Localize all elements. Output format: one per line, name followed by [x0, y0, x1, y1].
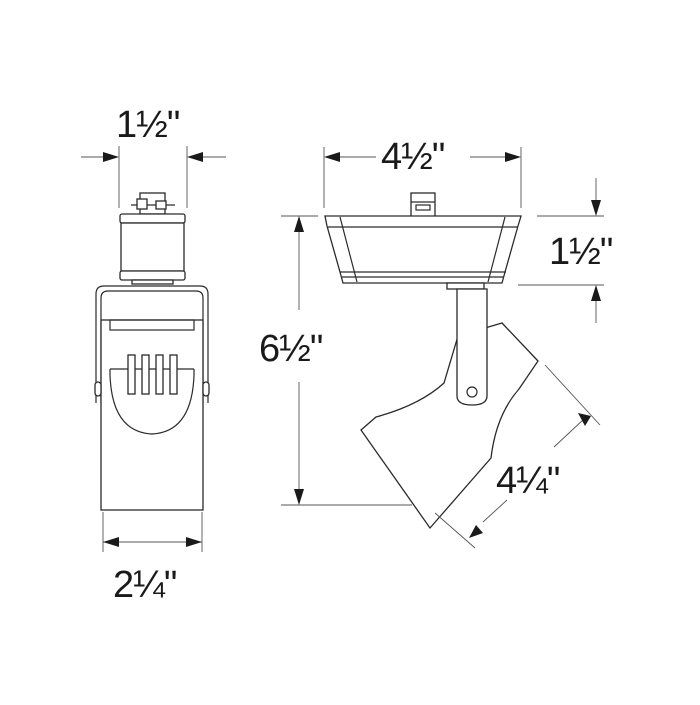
canopy-height-dimension-label: 1½": [549, 231, 613, 273]
front-bottom-dimension-label: 2¼": [113, 564, 177, 606]
front-view: [81, 146, 226, 552]
front-top-dimension-label: 1½": [116, 104, 180, 146]
overall-height-dimension-label: 6½": [259, 328, 323, 370]
head-length-dimension-label: 4¼": [496, 460, 560, 502]
side-view: [281, 147, 604, 549]
side-width-dimension-label: 4½": [381, 136, 445, 178]
